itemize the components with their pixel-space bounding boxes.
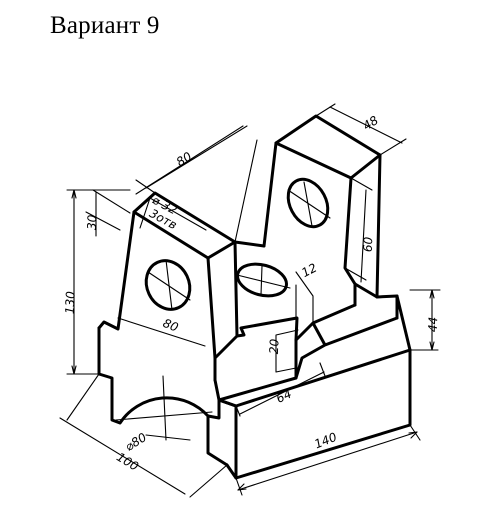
dim-80-top: 80 (174, 149, 195, 169)
dim-80-mid: 80 (161, 316, 181, 335)
dim-48: 48 (360, 113, 381, 133)
dim-12: 12 (299, 261, 319, 281)
dim-30: 30 (85, 214, 100, 230)
dim-20: 20 (267, 338, 282, 354)
dim-44: 44 (426, 317, 441, 333)
base-right-face (234, 348, 412, 480)
dim-60: 60 (361, 236, 376, 252)
right-tower-side (375, 153, 382, 299)
left-block-right-side (213, 240, 239, 360)
dim-64: 64 (274, 387, 294, 406)
left-block-front-face (97, 326, 229, 467)
base-rib (294, 303, 399, 380)
dim-d80: ⌀80 (123, 430, 150, 454)
right-tower-top (274, 114, 382, 180)
part-outline (97, 114, 412, 480)
center-lines (145, 181, 331, 441)
page-title: Вариант 9 (50, 12, 160, 39)
left-block-top-edge (132, 191, 237, 260)
dim-100: 100 (114, 450, 141, 474)
base-ledge (353, 282, 399, 320)
dimension-arrows (71, 189, 435, 491)
dim-130: 130 (63, 291, 78, 315)
dimension-lines (59, 103, 441, 498)
right-tower-inner (233, 240, 299, 342)
